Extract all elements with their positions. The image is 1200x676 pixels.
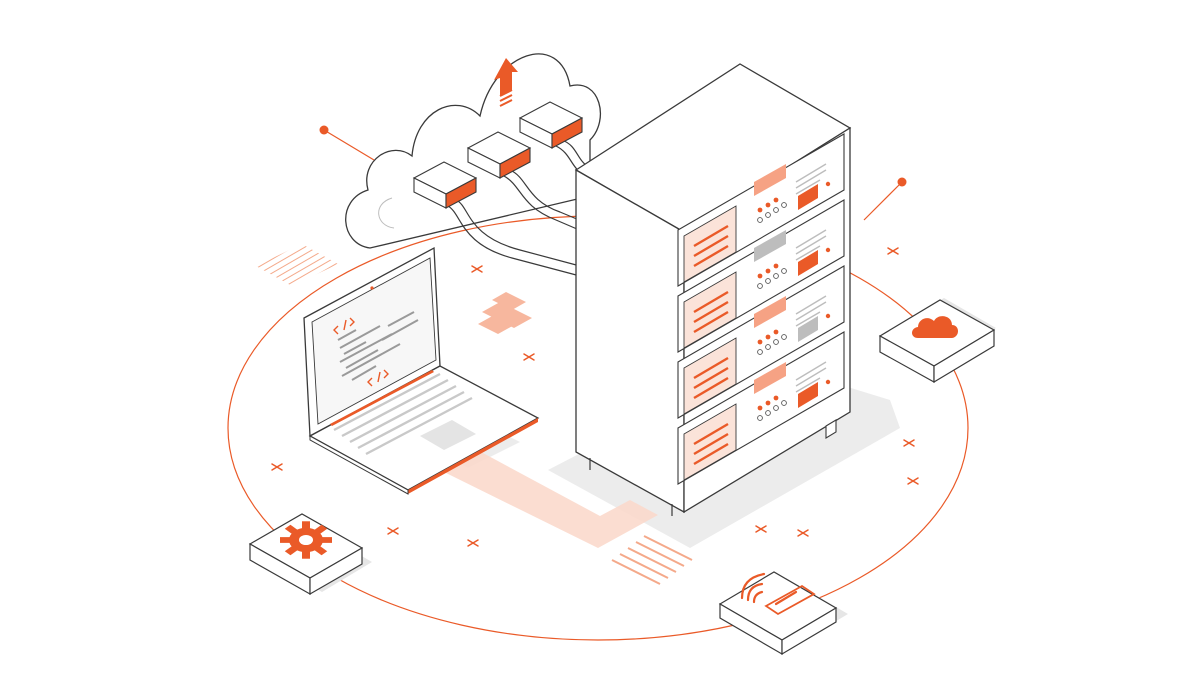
cables [447, 139, 591, 277]
connector-3 [518, 101, 584, 149]
pin-dot-right [897, 177, 907, 187]
pin-lines [323, 129, 903, 221]
data-path [440, 446, 658, 548]
rack-unit-2 [677, 199, 845, 353]
connector-2 [466, 131, 532, 179]
pin-dot-left [319, 125, 329, 135]
code-tag-icon [333, 317, 389, 387]
rack-unit-1 [677, 133, 845, 287]
rack-unit-4 [677, 331, 845, 485]
wifi-router-icon [740, 572, 816, 616]
code-lines [337, 311, 419, 381]
cloud-icon [912, 316, 958, 338]
hatch-patch-left [256, 244, 338, 286]
tile-cloud [878, 298, 996, 384]
server-rack-icon [574, 63, 852, 516]
cloud-connectors [412, 101, 584, 209]
gear-icon [280, 521, 332, 559]
keyboard [333, 372, 473, 456]
x-markers [271, 247, 919, 547]
rack-unit-3 [677, 265, 845, 419]
bars-decoration [478, 292, 532, 334]
tile-router [718, 571, 848, 656]
tile-gear [248, 513, 372, 596]
laptop-code-icon [303, 246, 540, 495]
connector-1 [412, 161, 478, 209]
stripe-patch-bottom [611, 535, 693, 585]
